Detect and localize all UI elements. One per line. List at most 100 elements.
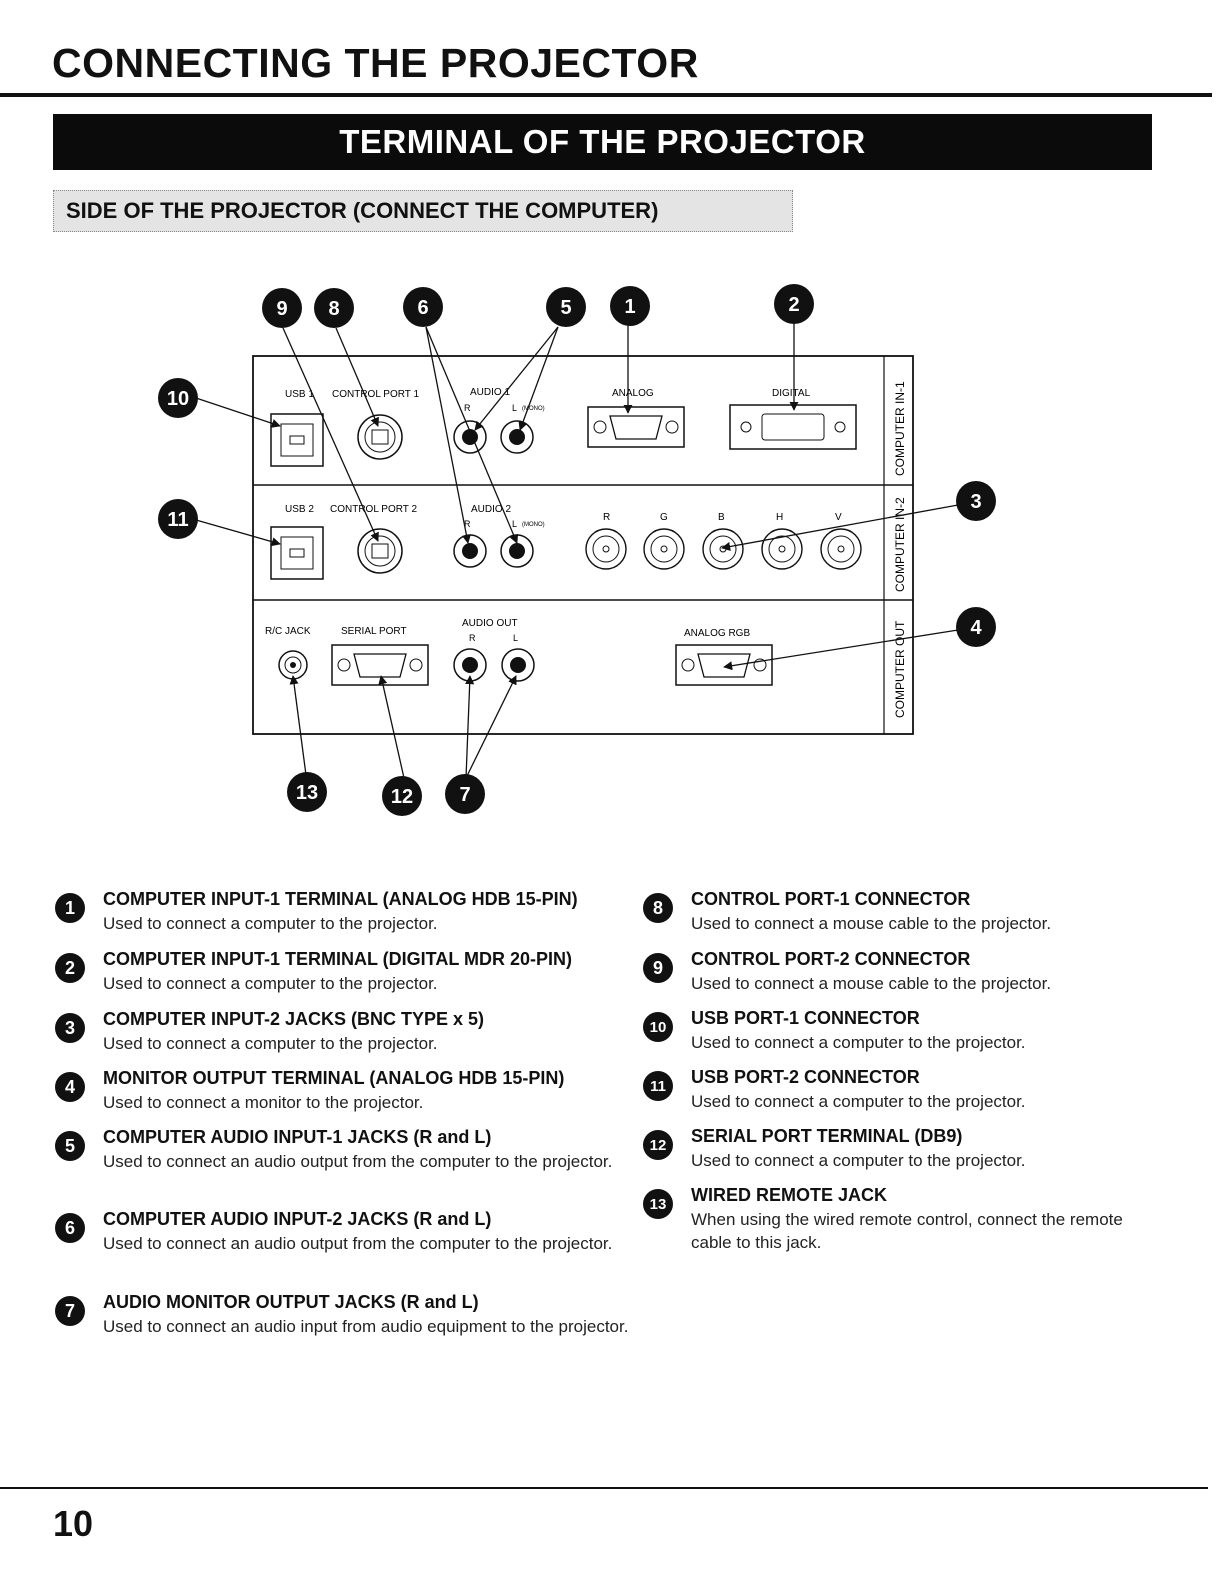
- legend-number-8: 8: [643, 893, 673, 923]
- page-title: CONNECTING THE PROJECTOR: [52, 40, 699, 86]
- svg-text:12: 12: [391, 786, 413, 808]
- bnc-b-label: B: [718, 512, 725, 523]
- analog-rgb-out-connector: [675, 644, 773, 686]
- audio1-l-label: L: [512, 403, 517, 413]
- usb1-port: [270, 413, 324, 467]
- legend-desc-2: Used to connect a computer to the projec…: [103, 974, 438, 993]
- digital-in1-connector: [729, 404, 857, 450]
- legend-title-1: COMPUTER INPUT-1 TERMINAL (ANALOG HDB 15…: [103, 889, 578, 909]
- bnc-h-label: H: [776, 512, 783, 523]
- callout-12: 12: [382, 776, 422, 816]
- legend-title-2: COMPUTER INPUT-1 TERMINAL (DIGITAL MDR 2…: [103, 949, 573, 969]
- svg-text:3: 3: [970, 491, 981, 513]
- bnc-g-label: G: [660, 512, 668, 523]
- audio1-label: AUDIO 1: [470, 387, 510, 398]
- control-port1-jack: [357, 414, 403, 460]
- svg-text:8: 8: [328, 298, 339, 320]
- leader-5b: [518, 326, 559, 431]
- callout-4: 4: [956, 607, 996, 647]
- projector-terminal-diagram: USB 1 CONTROL PORT 1 AUDIO 1 R L (MONO) …: [158, 284, 996, 816]
- legend-number-9: 9: [643, 953, 673, 983]
- usb2-port: [270, 526, 324, 580]
- legend-number-11: 11: [643, 1071, 673, 1101]
- svg-text:5: 5: [560, 297, 571, 319]
- callout-7: 7: [445, 774, 485, 814]
- legend-desc-13: When using the wired remote control, con…: [691, 1210, 1123, 1252]
- footer-rule: [0, 1487, 1208, 1489]
- legend-title-13: WIRED REMOTE JACK: [691, 1185, 888, 1205]
- leader-12: [378, 675, 405, 779]
- usb2-label: USB 2: [285, 504, 314, 515]
- audio-out-l-label: L: [513, 633, 518, 643]
- legend-number-6: 6: [55, 1213, 85, 1243]
- callout-11: 11: [158, 499, 198, 539]
- digital-label: DIGITAL: [772, 388, 811, 399]
- callout-2: 2: [774, 284, 814, 324]
- callout-3: 3: [956, 481, 996, 521]
- legend-title-10: USB PORT-1 CONNECTOR: [691, 1008, 920, 1028]
- legend-number-3: 3: [55, 1013, 85, 1043]
- audio-out-l-jack: [501, 648, 535, 682]
- control-port2-label: CONTROL PORT 2: [330, 504, 417, 515]
- legend-desc-4: Used to connect a monitor to the project…: [103, 1093, 424, 1112]
- callout-5: 5: [546, 287, 586, 327]
- svg-text:7: 7: [459, 784, 470, 806]
- legend-desc-5: Used to connect an audio output from the…: [103, 1152, 613, 1171]
- serial-port-label: SERIAL PORT: [341, 626, 407, 637]
- leader-3: [721, 504, 959, 552]
- legend-desc-1: Used to connect a computer to the projec…: [103, 914, 438, 933]
- audio1-r-label: R: [464, 403, 471, 413]
- leader-4: [723, 629, 959, 671]
- audio2-l-jack: [500, 534, 534, 568]
- leader-13: [289, 675, 307, 776]
- audio2-label: AUDIO 2: [471, 504, 511, 515]
- audio2-l-label: L: [512, 519, 517, 529]
- legend-desc-3: Used to connect a computer to the projec…: [103, 1034, 438, 1053]
- callout-13: 13: [287, 772, 327, 812]
- analog-rgb-label: ANALOG RGB: [684, 628, 750, 639]
- section-banner: TERMINAL OF THE PROJECTOR: [53, 114, 1152, 170]
- legend-desc-6: Used to connect an audio output from the…: [103, 1234, 613, 1253]
- legend-title-8: CONTROL PORT-1 CONNECTOR: [691, 889, 971, 909]
- analog-in1-connector: [587, 406, 685, 448]
- legend-number-12: 12: [643, 1130, 673, 1160]
- legend-title-5: COMPUTER AUDIO INPUT-1 JACKS (R and L): [103, 1127, 492, 1147]
- bnc-r-jack: [585, 528, 627, 570]
- leader-10: [195, 397, 281, 428]
- audio2-r-label: R: [464, 519, 471, 529]
- audio-out-label: AUDIO OUT: [462, 618, 518, 629]
- legend-number-7: 7: [55, 1296, 85, 1326]
- legend-desc-12: Used to connect a computer to the projec…: [691, 1151, 1026, 1170]
- legend-desc-10: Used to connect a computer to the projec…: [691, 1033, 1026, 1052]
- legend-number-10: 10: [643, 1012, 673, 1042]
- usb1-label: USB 1: [285, 389, 314, 400]
- bnc-v-label: V: [835, 512, 842, 523]
- computer-in1-side-label: COMPUTER IN-1: [893, 381, 907, 476]
- audio1-mono-label: (MONO): [522, 406, 545, 412]
- legend-desc-9: Used to connect a mouse cable to the pro…: [691, 974, 1052, 993]
- callout-10: 10: [158, 378, 198, 418]
- legend-number-5: 5: [55, 1131, 85, 1161]
- legend-desc-8: Used to connect a mouse cable to the pro…: [691, 914, 1052, 933]
- leader-8: [335, 327, 379, 427]
- legend-title-3: COMPUTER INPUT-2 JACKS (BNC TYPE x 5): [103, 1009, 485, 1029]
- leader-11: [195, 519, 281, 547]
- audio-out-r-label: R: [469, 633, 476, 643]
- callout-1: 1: [610, 286, 650, 326]
- legend-desc-11: Used to connect a computer to the projec…: [691, 1092, 1026, 1111]
- analog-label: ANALOG: [612, 388, 654, 399]
- leader-6a: [425, 326, 471, 544]
- audio2-r-jack: [453, 534, 487, 568]
- legend-number-2: 2: [55, 953, 85, 983]
- svg-text:6: 6: [417, 297, 428, 319]
- bnc-g-jack: [643, 528, 685, 570]
- legend-title-11: USB PORT-2 CONNECTOR: [691, 1067, 920, 1087]
- computer-in2-side-label: COMPUTER IN-2: [893, 497, 907, 592]
- callout-8: 8: [314, 288, 354, 328]
- rc-jack: [278, 650, 308, 680]
- svg-text:9: 9: [276, 298, 287, 320]
- computer-out-side-label: COMPUTER OUT: [893, 620, 907, 718]
- legend-title-12: SERIAL PORT TERMINAL (DB9): [691, 1126, 963, 1146]
- serial-port-connector: [331, 644, 429, 686]
- callout-6: 6: [403, 287, 443, 327]
